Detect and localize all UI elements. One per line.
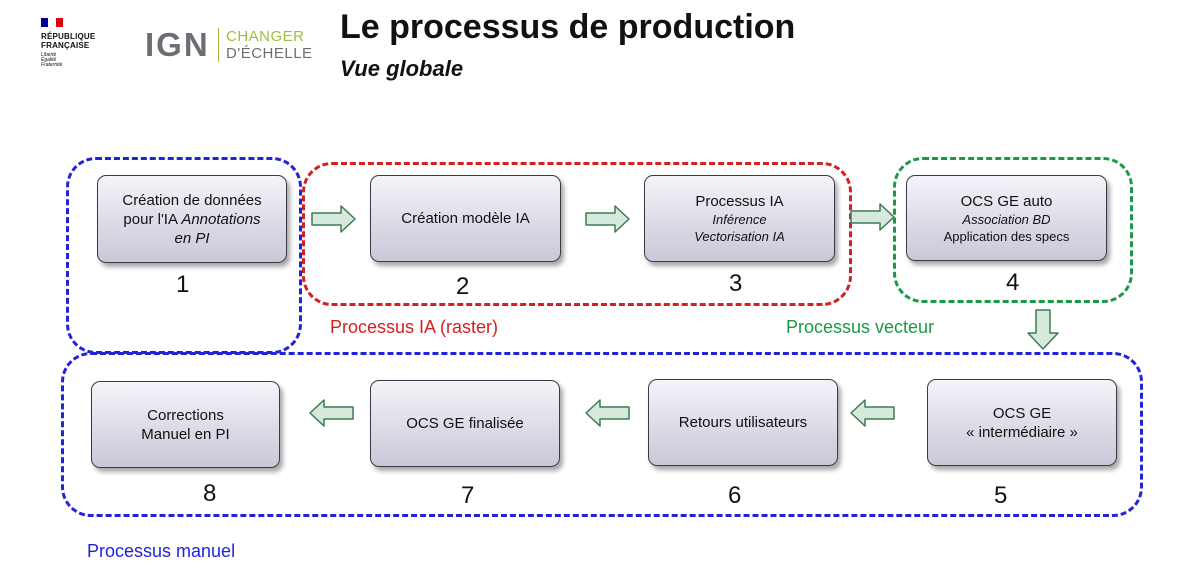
rf-motto-line3: Fraternité — [41, 62, 63, 68]
ign-tagline-line2: D'ÉCHELLE — [226, 45, 313, 62]
step-6-box: Retours utilisateurs — [648, 379, 838, 466]
step-5-line2: « intermédiaire » — [966, 423, 1078, 441]
step-1-line2a: pour l'IA — [123, 210, 182, 228]
ign-tagline: CHANGER D'ÉCHELLE — [226, 28, 313, 62]
step-4-line3: Application des specs — [943, 228, 1070, 244]
rf-text-line1: RÉPUBLIQUE — [41, 32, 96, 41]
step-5-number: 5 — [994, 482, 1008, 509]
step-3-line3: Vectorisation IA — [694, 229, 785, 244]
arrow-left-icon — [850, 399, 895, 427]
arrow-right-icon — [850, 203, 895, 231]
republique-francaise-logo: RÉPUBLIQUE FRANÇAISE Liberté Égalité Fra… — [36, 18, 106, 73]
arrow-down-icon — [1027, 309, 1059, 350]
page-title: Le processus de production — [340, 8, 796, 46]
arrow-right-icon — [585, 205, 630, 233]
ign-logo: IGN — [145, 26, 210, 63]
rf-motto: Liberté Égalité Fraternité — [41, 53, 62, 68]
step-8-box: Corrections Manuel en PI — [91, 381, 280, 468]
step-3-number: 3 — [729, 270, 743, 297]
step-3-line2: Inférence — [712, 212, 767, 227]
step-3-box: Processus IA Inférence Vectorisation IA — [644, 175, 835, 262]
step-4-line1: OCS GE auto — [960, 192, 1053, 210]
step-4-line2: Association BD — [962, 211, 1051, 227]
step-1-line3: en PI — [174, 229, 210, 247]
step-1-line2b: Annotations — [181, 210, 261, 228]
group-vector-frame — [893, 157, 1133, 303]
group-manual-bottom-frame — [61, 352, 1143, 517]
step-3-line1: Processus IA — [695, 193, 784, 210]
step-1-number: 1 — [176, 271, 190, 298]
step-6-line1: Retours utilisateurs — [678, 414, 808, 431]
group-vector-label: Processus vecteur — [786, 317, 935, 337]
step-5-line1: OCS GE — [992, 404, 1052, 422]
step-4-number: 4 — [1006, 269, 1020, 296]
step-1-line1: Création de données — [122, 191, 262, 209]
step-8-line1: Corrections — [147, 406, 224, 424]
group-ia-frame — [302, 162, 852, 306]
step-7-line1: OCS GE finalisée — [406, 415, 524, 432]
step-4-box: OCS GE auto Association BD Application d… — [906, 175, 1107, 261]
step-7-box: OCS GE finalisée — [370, 380, 560, 467]
ign-tagline-line1: CHANGER — [226, 28, 305, 45]
step-8-line2: Manuel en PI — [141, 425, 230, 443]
step-2-number: 2 — [456, 273, 470, 300]
group-manual-label: Processus manuel — [87, 541, 236, 561]
page-subtitle: Vue globale — [340, 56, 464, 81]
step-2-line1: Création modèle IA — [401, 210, 530, 227]
arrow-left-icon — [309, 399, 354, 427]
arrow-left-icon — [585, 399, 630, 427]
rf-motto-line2: Égalité — [41, 57, 57, 63]
french-flag-icon — [41, 18, 63, 27]
group-ia-label: Processus IA (raster) — [330, 317, 499, 337]
step-7-number: 7 — [461, 482, 475, 509]
step-5-box: OCS GE « intermédiaire » — [927, 379, 1117, 466]
step-2-box: Création modèle IA — [370, 175, 561, 262]
rf-motto-line1: Liberté — [41, 52, 57, 58]
arrow-right-icon — [311, 205, 356, 233]
step-8-number: 8 — [203, 480, 217, 507]
step-6-number: 6 — [728, 482, 742, 509]
rf-text-line2: FRANÇAISE — [41, 41, 90, 50]
ign-logo-separator — [218, 28, 219, 62]
rf-logo-text: RÉPUBLIQUE FRANÇAISE — [41, 32, 95, 50]
step-1-box: Création de données pour l'IA Annotation… — [97, 175, 287, 263]
step-1-line2: pour l'IA Annotations — [123, 210, 260, 229]
